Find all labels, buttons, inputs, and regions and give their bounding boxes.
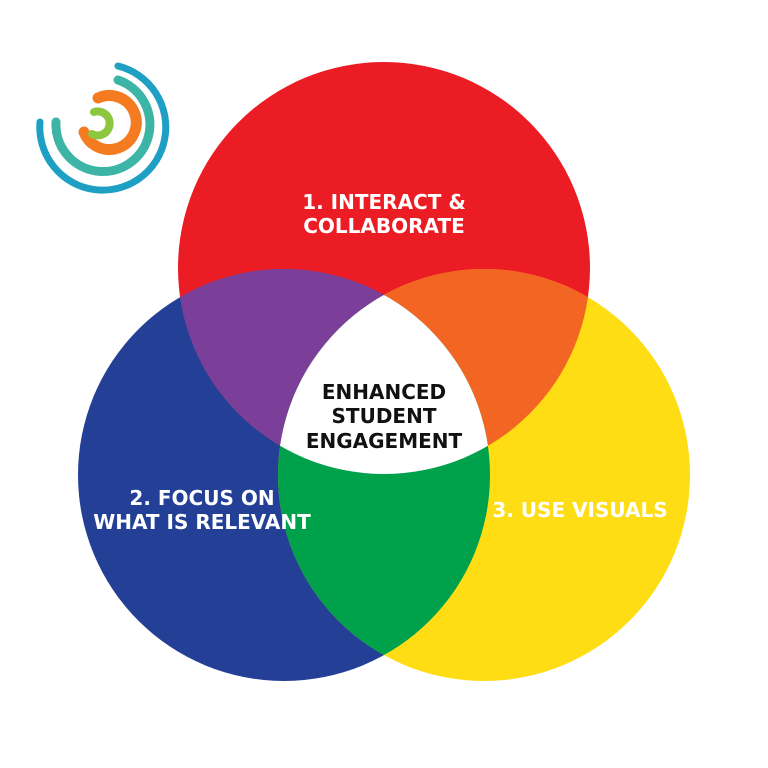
concentric-arcs-logo [36, 62, 170, 194]
label-line: 1. INTERACT & [302, 190, 466, 214]
label-line: 3. USE VISUALS [492, 498, 668, 522]
label-line: COLLABORATE [303, 214, 465, 239]
label-interact-collaborate: 1. INTERACT & COLLABORATE [234, 190, 534, 239]
label-line: STUDENT [331, 404, 437, 429]
overlap-center [278, 269, 490, 474]
label-use-visuals: 3. USE VISUALS [470, 498, 690, 522]
label-enhanced-engagement: ENHANCED STUDENT ENGAGEMENT [279, 380, 489, 453]
label-focus-relevant: 2. FOCUS ON WHAT IS RELEVANT [62, 486, 342, 535]
label-line: ENGAGEMENT [305, 428, 463, 453]
label-line: WHAT IS RELEVANT [93, 510, 311, 535]
label-line: 2. FOCUS ON [129, 486, 275, 510]
label-line: ENHANCED [321, 380, 447, 404]
